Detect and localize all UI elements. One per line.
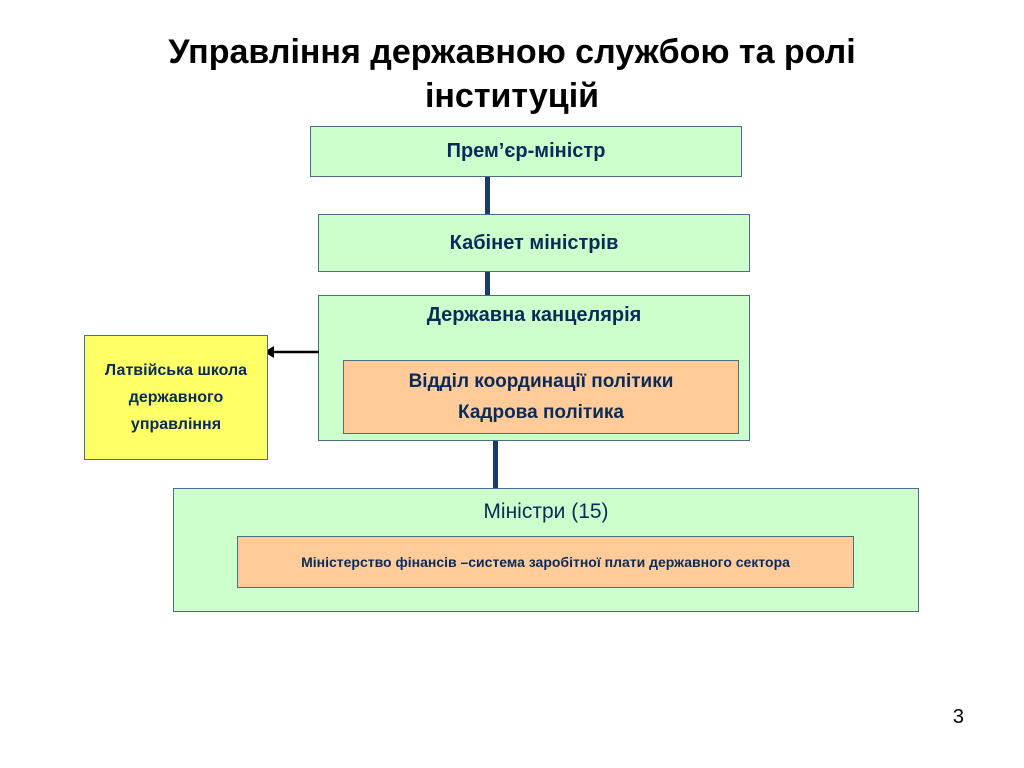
- ministers-label: Міністри (15): [483, 500, 609, 523]
- school-label-line-2: державного: [128, 389, 224, 406]
- personnel-policy-label: Кадрова політика: [458, 402, 624, 423]
- finance-ministry-label: Міністерство фінансів –система заробітно…: [301, 554, 790, 570]
- policy-coordination-label: Відділ координації політики: [408, 371, 674, 392]
- ministers-box: Міністри (15) Міністерство фінансів –сис…: [173, 488, 919, 612]
- slide-title: Управління державною службою та ролі інс…: [100, 30, 924, 118]
- arrow-to-school: [264, 346, 319, 358]
- slide-title-line-1: Управління державною службою та ролі: [168, 33, 856, 71]
- chancellery-box: Державна канцелярія Відділ координації п…: [318, 295, 750, 441]
- school-box: Латвійська школа державного управління: [84, 335, 268, 460]
- cabinet-label: Кабінет міністрів: [449, 231, 619, 254]
- slide-title-line-2: інституцій: [424, 77, 600, 115]
- school-label-line-3: управління: [130, 416, 222, 433]
- chancellery-label: Державна канцелярія: [426, 304, 642, 326]
- prime-minister-box: Прем’єр-міністр: [310, 126, 742, 177]
- finance-ministry-box: Міністерство фінансів –система заробітно…: [237, 536, 854, 588]
- prime-minister-label: Прем’єр-міністр: [446, 140, 606, 162]
- school-label-line-1: Латвійська школа: [104, 362, 248, 379]
- policy-coordination-box: Відділ координації політики Кадрова полі…: [343, 360, 739, 434]
- connector-chancellery-ministers: [493, 440, 498, 489]
- connector-cabinet-chancellery: [485, 271, 490, 296]
- connector-pm-cabinet: [485, 176, 490, 215]
- cabinet-box: Кабінет міністрів: [318, 214, 750, 272]
- page-number: 3: [952, 706, 964, 728]
